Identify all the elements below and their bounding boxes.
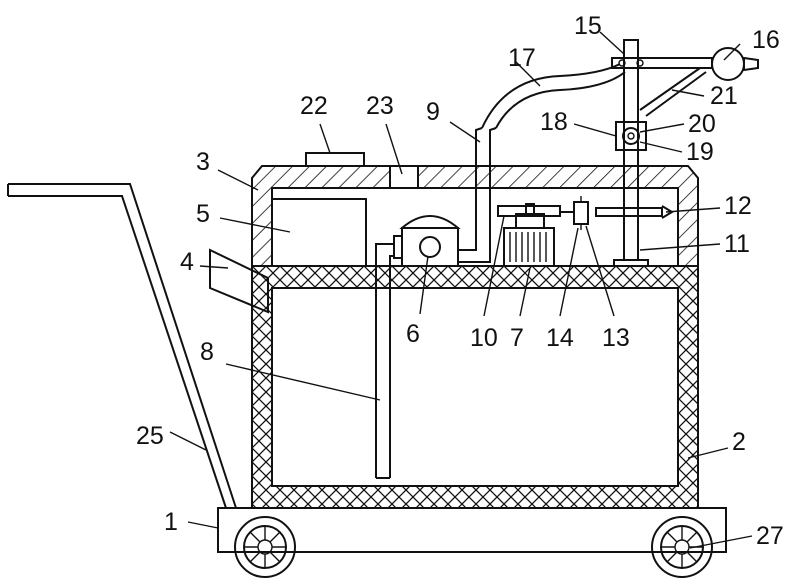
inlet-funnel (209, 248, 269, 314)
callout-22: 22 (300, 92, 328, 120)
callout-16: 16 (752, 26, 780, 54)
vertical-post (613, 39, 649, 267)
control-box (271, 198, 367, 267)
callout-1: 1 (164, 508, 178, 536)
callout-6: 6 (406, 320, 420, 348)
motor (503, 203, 555, 267)
callout-7: 7 (510, 324, 524, 352)
callout-2: 2 (732, 428, 746, 456)
top-button (305, 152, 365, 167)
water-tank (251, 265, 699, 509)
callout-12: 12 (724, 192, 752, 220)
callout-15: 15 (574, 12, 602, 40)
spray-nozzle (711, 47, 759, 81)
callout-21: 21 (710, 82, 738, 110)
callout-11: 11 (724, 230, 750, 258)
callout-19: 19 (686, 138, 714, 166)
callout-17: 17 (508, 44, 536, 72)
clamp-block (615, 121, 647, 151)
callout-5: 5 (196, 200, 210, 228)
slider-assembly (560, 196, 674, 230)
callout-18: 18 (540, 108, 568, 136)
callout-3: 3 (196, 148, 210, 176)
top-bracket (611, 57, 713, 117)
suction-pipe (375, 243, 394, 479)
callout-13: 13 (602, 324, 630, 352)
push-handle (7, 183, 237, 509)
callout-25: 25 (136, 422, 164, 450)
water-pump (393, 215, 461, 267)
callout-8: 8 (200, 338, 214, 366)
callout-labels: 1 2 3 4 5 6 7 8 9 10 11 12 13 14 15 16 1… (136, 12, 784, 550)
left-wheel (234, 516, 296, 578)
callout-14: 14 (546, 324, 574, 352)
outlet-pipe (458, 63, 626, 263)
callout-23: 23 (366, 92, 394, 120)
callout-20: 20 (688, 110, 716, 138)
callout-9: 9 (426, 98, 440, 126)
callout-10: 10 (470, 324, 498, 352)
leader-lines (169, 31, 753, 549)
callout-4: 4 (180, 248, 194, 276)
right-wheel (651, 516, 713, 578)
callout-27: 27 (756, 522, 784, 550)
